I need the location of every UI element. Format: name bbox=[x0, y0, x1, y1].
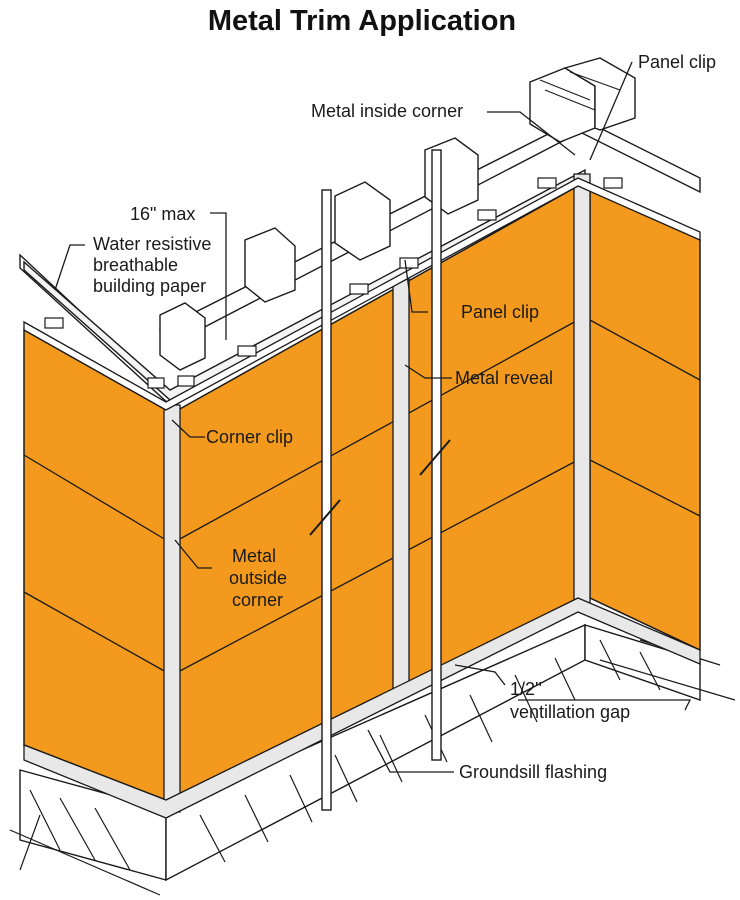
metal-outside-corner-trim bbox=[163, 404, 181, 813]
label-panel-clip-mid: Panel clip bbox=[461, 302, 539, 322]
metal-inside-corner-trim bbox=[573, 173, 591, 605]
labels: Panel clip Metal inside corner 16" max W… bbox=[93, 52, 716, 782]
label-metal-outside-corner-3: corner bbox=[232, 590, 283, 610]
label-16-max: 16" max bbox=[130, 204, 195, 224]
wall-panels bbox=[23, 184, 701, 807]
callout-leaders bbox=[54, 61, 692, 773]
clips bbox=[44, 177, 623, 389]
label-metal-outside-corner-1: Metal bbox=[232, 546, 276, 566]
groundsill-flashing-trim bbox=[23, 597, 701, 819]
label-corner-clip: Corner clip bbox=[206, 427, 293, 447]
label-water-resistive-1: Water resistive bbox=[93, 234, 211, 254]
studs bbox=[309, 149, 451, 811]
label-gap-1: 1/2'' bbox=[510, 679, 542, 699]
metal-trim bbox=[23, 173, 701, 819]
label-metal-outside-corner-2: outside bbox=[229, 568, 287, 588]
label-water-resistive-2: breathable bbox=[93, 255, 178, 275]
label-groundsill-flashing: Groundsill flashing bbox=[459, 762, 607, 782]
framing bbox=[19, 57, 701, 407]
right-wall-panel bbox=[589, 184, 701, 652]
metal-reveal-trim bbox=[392, 276, 410, 696]
label-metal-reveal: Metal reveal bbox=[455, 368, 553, 388]
label-gap-2: ventillation gap bbox=[510, 702, 630, 722]
left-wall-panel bbox=[23, 328, 167, 802]
label-water-resistive-3: building paper bbox=[93, 276, 206, 296]
label-metal-inside-corner: Metal inside corner bbox=[311, 101, 463, 121]
diagram-title: Metal Trim Application bbox=[208, 5, 516, 37]
label-panel-clip-top: Panel clip bbox=[638, 52, 716, 72]
